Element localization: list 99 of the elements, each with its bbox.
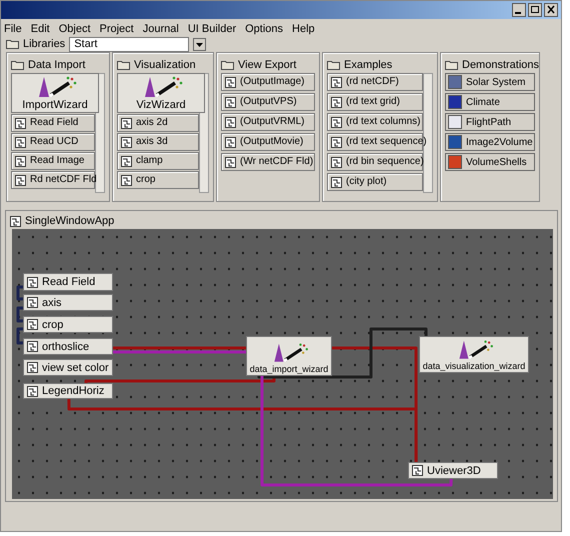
wizard-module [246, 336, 332, 376]
library-item [221, 133, 315, 151]
library-item [117, 152, 199, 170]
menu-item: UI Builder [188, 22, 236, 37]
item-label: axis 3d [136, 136, 168, 148]
item-label: Read Field [42, 276, 96, 288]
item-label: Image2Volume [466, 136, 533, 150]
item-label: (OutputImage) [240, 76, 304, 88]
item-label: Climate [466, 96, 500, 110]
library-panel [440, 52, 540, 202]
library-item [117, 133, 199, 151]
item-label: Read Field [30, 117, 78, 129]
item-label: (city plot) [346, 176, 387, 188]
item-label: crop [42, 318, 64, 330]
wizard-module [11, 73, 99, 113]
item-label: FlightPath [466, 116, 512, 130]
library-item [117, 114, 199, 132]
library-item [327, 153, 423, 171]
module-label: VizWizard [136, 99, 186, 111]
item-label: view set color [42, 362, 109, 374]
item-label: (Wr netCDF Fld) [240, 156, 314, 168]
item-label: (rd netCDF) [346, 76, 399, 88]
item-label: (rd text grid) [346, 96, 400, 108]
wizard-module [117, 73, 205, 113]
library-item [11, 114, 95, 132]
network-module [23, 383, 113, 399]
toolbar-label: Libraries [23, 37, 66, 52]
item-label: Read Image [30, 155, 84, 167]
item-label: axis [42, 296, 62, 308]
item-label: (OutputVPS) [240, 96, 297, 108]
panel-heading: Visualization [134, 58, 196, 73]
connection-wire [260, 376, 453, 486]
library-item [221, 113, 315, 131]
connection-wire [84, 376, 276, 384]
library-select: Start [69, 36, 190, 52]
connection-wire [113, 346, 246, 350]
demo-button [445, 73, 535, 91]
library-item [117, 171, 199, 189]
connection-wire [16, 306, 24, 322]
item-label: Rd netCDF Fld [30, 174, 97, 186]
panel-heading: Examples [344, 58, 392, 73]
item-label: LegendHoriz [42, 385, 104, 397]
item-label: Solar System [466, 76, 526, 90]
menu-item: Project [100, 22, 134, 37]
library-panel [216, 52, 320, 202]
menu-item: Edit [30, 22, 50, 37]
library-item [327, 113, 423, 131]
module-label: ImportWizard [22, 99, 88, 111]
item-label: (rd text columns) [346, 116, 420, 128]
demo-button [445, 153, 535, 171]
item-label: Uviewer3D [427, 464, 481, 476]
library-item [221, 153, 315, 171]
library-item [327, 93, 423, 111]
network-module [23, 273, 113, 291]
item-label: orthoslice [42, 340, 90, 352]
network-module [23, 316, 113, 333]
demo-button [445, 93, 535, 111]
panel-heading: Demonstrations [462, 58, 540, 73]
item-label: crop [136, 174, 156, 186]
module-label: data_visualization_wizard [422, 361, 526, 371]
panel-heading: Data Import [28, 58, 86, 73]
library-panel [322, 52, 438, 202]
library-item [327, 73, 423, 91]
library-item [221, 93, 315, 111]
network-module [23, 359, 113, 376]
network-module [408, 462, 498, 479]
panel-heading: View Export [238, 58, 296, 73]
connection-wire [113, 350, 246, 354]
menu-item: Help [292, 22, 315, 37]
item-label: (OutputVRML) [240, 116, 304, 128]
item-label: axis 2d [136, 117, 168, 129]
item-label: (OutputMovie) [240, 136, 304, 148]
library-panel [6, 52, 110, 202]
menu-item: Journal [142, 22, 179, 37]
window-heading: SingleWindowApp [25, 214, 114, 229]
library-item [221, 73, 315, 91]
library-panel [112, 52, 214, 202]
menu-item: File [4, 22, 22, 37]
module-label: data_import_wizard [250, 364, 328, 374]
item-label: Read UCD [30, 136, 78, 148]
wizard-module [419, 336, 529, 373]
menu-item: Object [58, 22, 90, 37]
item-label: clamp [136, 155, 163, 167]
connection-wire [258, 328, 428, 378]
connection-wire [67, 398, 418, 462]
menu-item: Options [245, 22, 284, 37]
network-module [23, 338, 113, 355]
connection-wire [16, 327, 24, 344]
item-label: VolumeShells [466, 156, 527, 170]
item-label: (rd text sequence) [346, 136, 427, 148]
library-item [11, 152, 95, 170]
library-item [11, 133, 95, 151]
network-module [23, 294, 113, 311]
demo-button [445, 113, 535, 131]
library-item [11, 171, 95, 189]
item-label: (rd bin sequence) [346, 156, 424, 168]
connection-wire [16, 286, 24, 300]
demo-button [445, 133, 535, 151]
library-item [327, 173, 423, 191]
